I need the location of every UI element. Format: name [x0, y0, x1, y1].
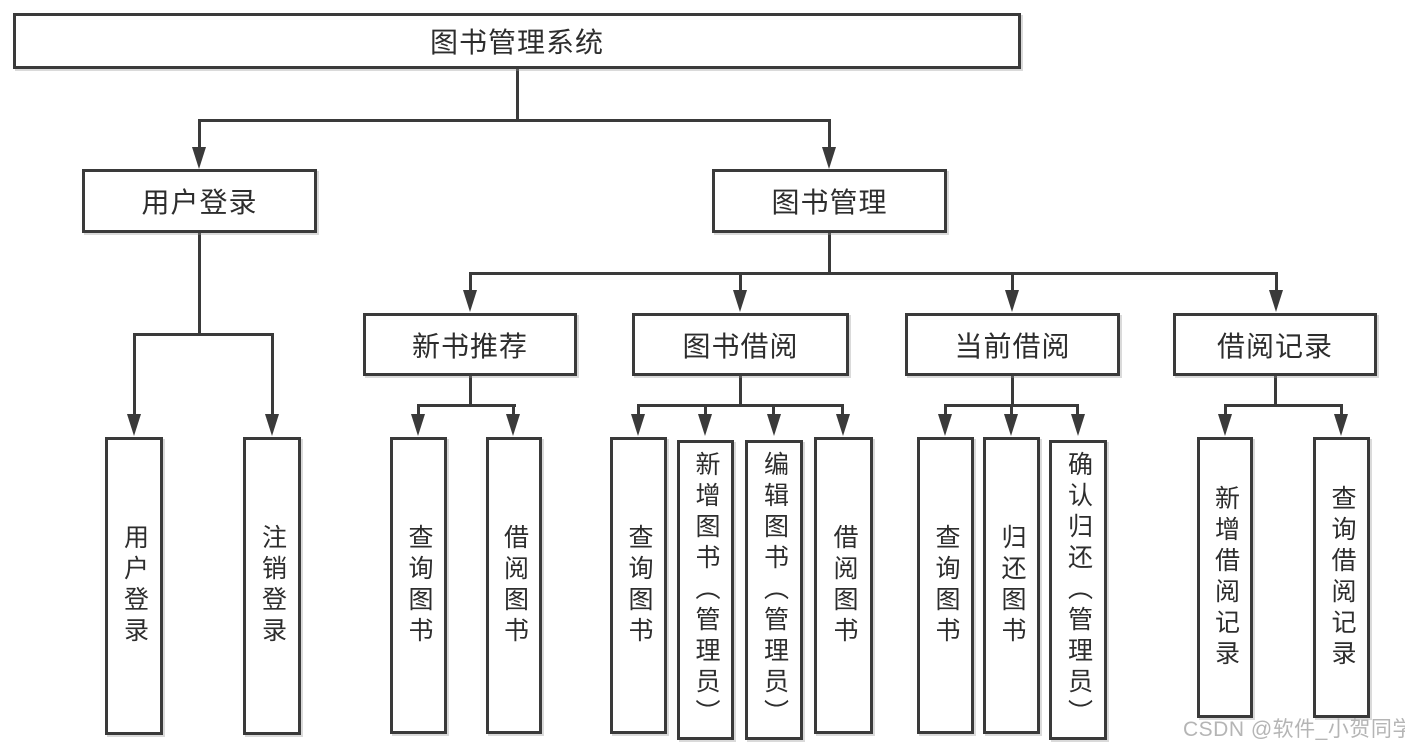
arrow-down-icon	[463, 290, 477, 312]
node-current-borrowing: 当前借阅	[905, 313, 1120, 376]
node-logout: 注销登录	[243, 437, 301, 735]
arrow-down-icon	[127, 414, 141, 436]
connector-line	[1011, 376, 1014, 406]
node-book-management: 图书管理	[712, 169, 947, 233]
arrow-down-icon	[411, 414, 425, 436]
node-query-borrow-record: 查询借阅记录	[1313, 437, 1370, 718]
node-edit-book-admin: 编辑图书（管理员）	[745, 440, 803, 740]
arrow-down-icon	[836, 414, 850, 436]
arrow-down-icon	[698, 414, 712, 436]
arrow-down-icon	[1005, 290, 1019, 312]
arrow-down-icon	[1004, 414, 1018, 436]
node-confirm-return-admin: 确认归还（管理员）	[1049, 440, 1107, 740]
node-borrow-books-borrowing: 借阅图书	[814, 437, 873, 734]
connector-line	[512, 404, 515, 416]
connector-line	[739, 272, 742, 292]
connector-line	[516, 69, 519, 120]
connector-line	[772, 404, 775, 416]
node-return-books: 归还图书	[983, 437, 1040, 734]
connector-line	[739, 376, 742, 406]
node-library-management-system: 图书管理系统	[13, 13, 1021, 69]
arrow-down-icon	[192, 147, 206, 169]
arrow-down-icon	[938, 414, 952, 436]
arrow-down-icon	[265, 414, 279, 436]
connector-line	[417, 404, 516, 407]
connector-line	[841, 404, 844, 416]
csdn-watermark: CSDN @软件_小贺同学	[1183, 718, 1405, 741]
connector-line	[1010, 404, 1013, 416]
connector-line	[1274, 376, 1277, 406]
arrow-down-icon	[1334, 414, 1348, 436]
connector-line	[944, 404, 947, 416]
node-add-borrow-record: 新增借阅记录	[1197, 437, 1253, 718]
connector-line	[1224, 404, 1343, 407]
connector-line	[271, 333, 274, 416]
connector-line	[828, 233, 831, 275]
node-book-borrowing: 图书借阅	[632, 313, 849, 376]
arrow-down-icon	[1218, 414, 1232, 436]
node-query-books-recommendation: 查询图书	[390, 437, 447, 734]
arrow-down-icon	[1269, 290, 1283, 312]
connector-line	[198, 119, 831, 122]
node-borrow-books-recommendation: 借阅图书	[486, 437, 542, 734]
connector-line	[637, 404, 844, 407]
node-query-books-current: 查询图书	[917, 437, 974, 734]
node-add-book-admin: 新增图书（管理员）	[677, 440, 734, 740]
arrow-down-icon	[1071, 414, 1085, 436]
node-user-login: 用户登录	[82, 169, 317, 233]
node-borrowing-records: 借阅记录	[1173, 313, 1377, 376]
arrow-down-icon	[733, 290, 747, 312]
connector-line	[469, 272, 472, 292]
connector-line	[133, 333, 274, 336]
connector-line	[637, 404, 640, 416]
connector-line	[198, 233, 201, 336]
connector-line	[417, 404, 420, 416]
connector-line	[1275, 272, 1278, 292]
node-new-book-recommendation: 新书推荐	[363, 313, 577, 376]
arrow-down-icon	[767, 414, 781, 436]
node-query-books-borrowing: 查询图书	[610, 437, 667, 734]
connector-line	[1340, 404, 1343, 416]
connector-line	[1224, 404, 1227, 416]
connector-line	[198, 119, 201, 149]
arrow-down-icon	[631, 414, 645, 436]
connector-line	[828, 119, 831, 149]
connector-line	[1011, 272, 1014, 292]
connector-line	[469, 376, 472, 406]
connector-line	[1076, 404, 1079, 416]
arrow-down-icon	[506, 414, 520, 436]
arrow-down-icon	[822, 147, 836, 169]
connector-line	[133, 333, 136, 416]
connector-line	[704, 404, 707, 416]
node-user-login-leaf: 用户登录	[105, 437, 163, 735]
connector-line	[469, 272, 1277, 275]
